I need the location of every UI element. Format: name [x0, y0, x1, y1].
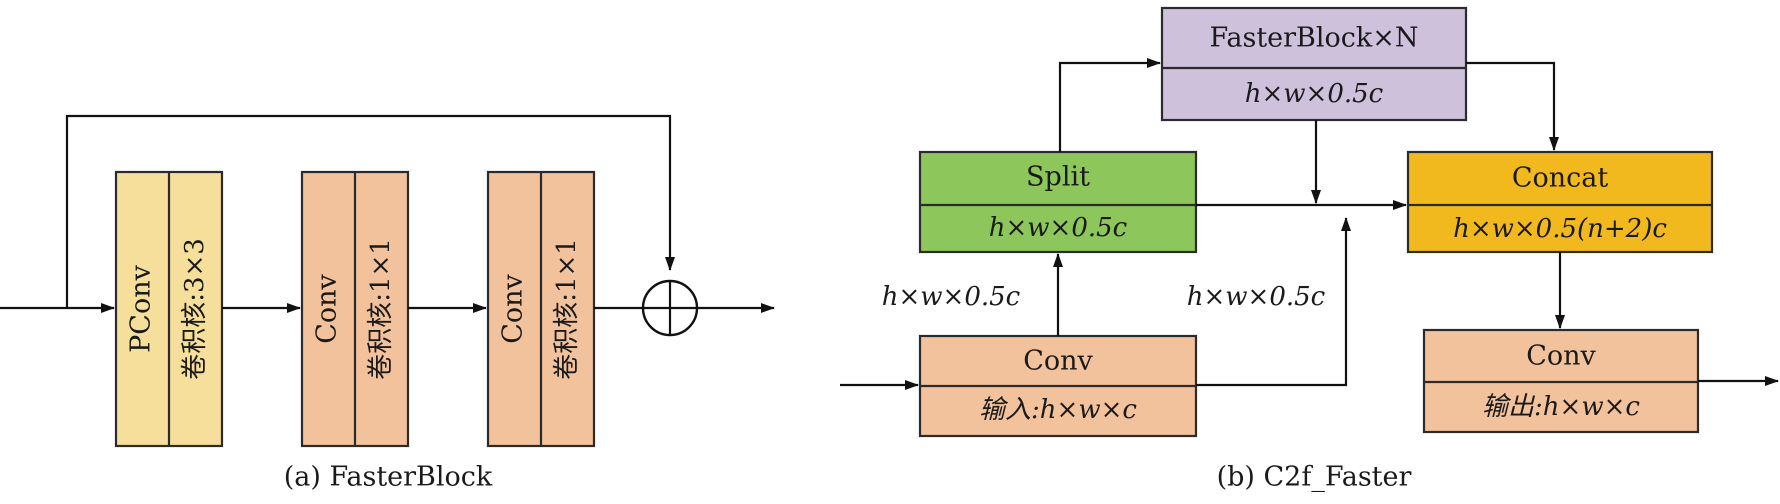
conv1-kernel-label: 卷积核:1×1 — [366, 238, 396, 380]
conv1-title: Conv — [312, 273, 343, 343]
c2f-faster-caption: (b) C2f_Faster — [1217, 462, 1412, 493]
conv-output-title: Conv — [1526, 341, 1596, 372]
fasterblock-diagram: PConv 卷积核:3×3 Conv 卷积核:1×1 Conv 卷积核:1×1 … — [0, 114, 775, 493]
conv-to-concat-branch — [1196, 217, 1351, 387]
split-to-fasterblock-arrow — [1058, 58, 1161, 152]
split-dims: h×w×0.5c — [989, 213, 1128, 243]
pconv-kernel-label: 卷积核:3×3 — [180, 238, 210, 380]
fasterblock-n-title: FasterBlock×N — [1209, 23, 1418, 54]
sum-circle-icon — [641, 279, 699, 337]
split-title: Split — [1026, 162, 1090, 193]
c2f-faster-diagram: Conv 输入:h×w×c h×w×0.5c h×w×0.5c Split h×… — [840, 6, 1779, 493]
conv-input-dims: 输入:h×w×c — [979, 395, 1137, 425]
split-block — [918, 150, 1198, 254]
fasterblock-caption: (a) FasterBlock — [284, 462, 493, 493]
fb-skip-connection — [65, 114, 675, 308]
conv2-title: Conv — [498, 273, 529, 343]
concat-block — [1406, 150, 1714, 254]
conv-input-title: Conv — [1023, 346, 1093, 377]
concat-title: Concat — [1512, 163, 1609, 194]
fasterblock-n-dims: h×w×0.5c — [1245, 79, 1384, 109]
concat-dims: h×w×0.5(n+2)c — [1453, 214, 1667, 244]
fasterblock-to-concat-arrow — [1466, 61, 1559, 151]
edge-label-left: h×w×0.5c — [882, 282, 1021, 312]
fasterblock-n-block — [1160, 6, 1468, 122]
edge-label-right: h×w×0.5c — [1187, 282, 1326, 312]
pconv-title: PConv — [126, 264, 157, 352]
conv2-kernel-label: 卷积核:1×1 — [552, 238, 582, 380]
conv-output-dims: 输出:h×w×c — [1482, 392, 1640, 422]
